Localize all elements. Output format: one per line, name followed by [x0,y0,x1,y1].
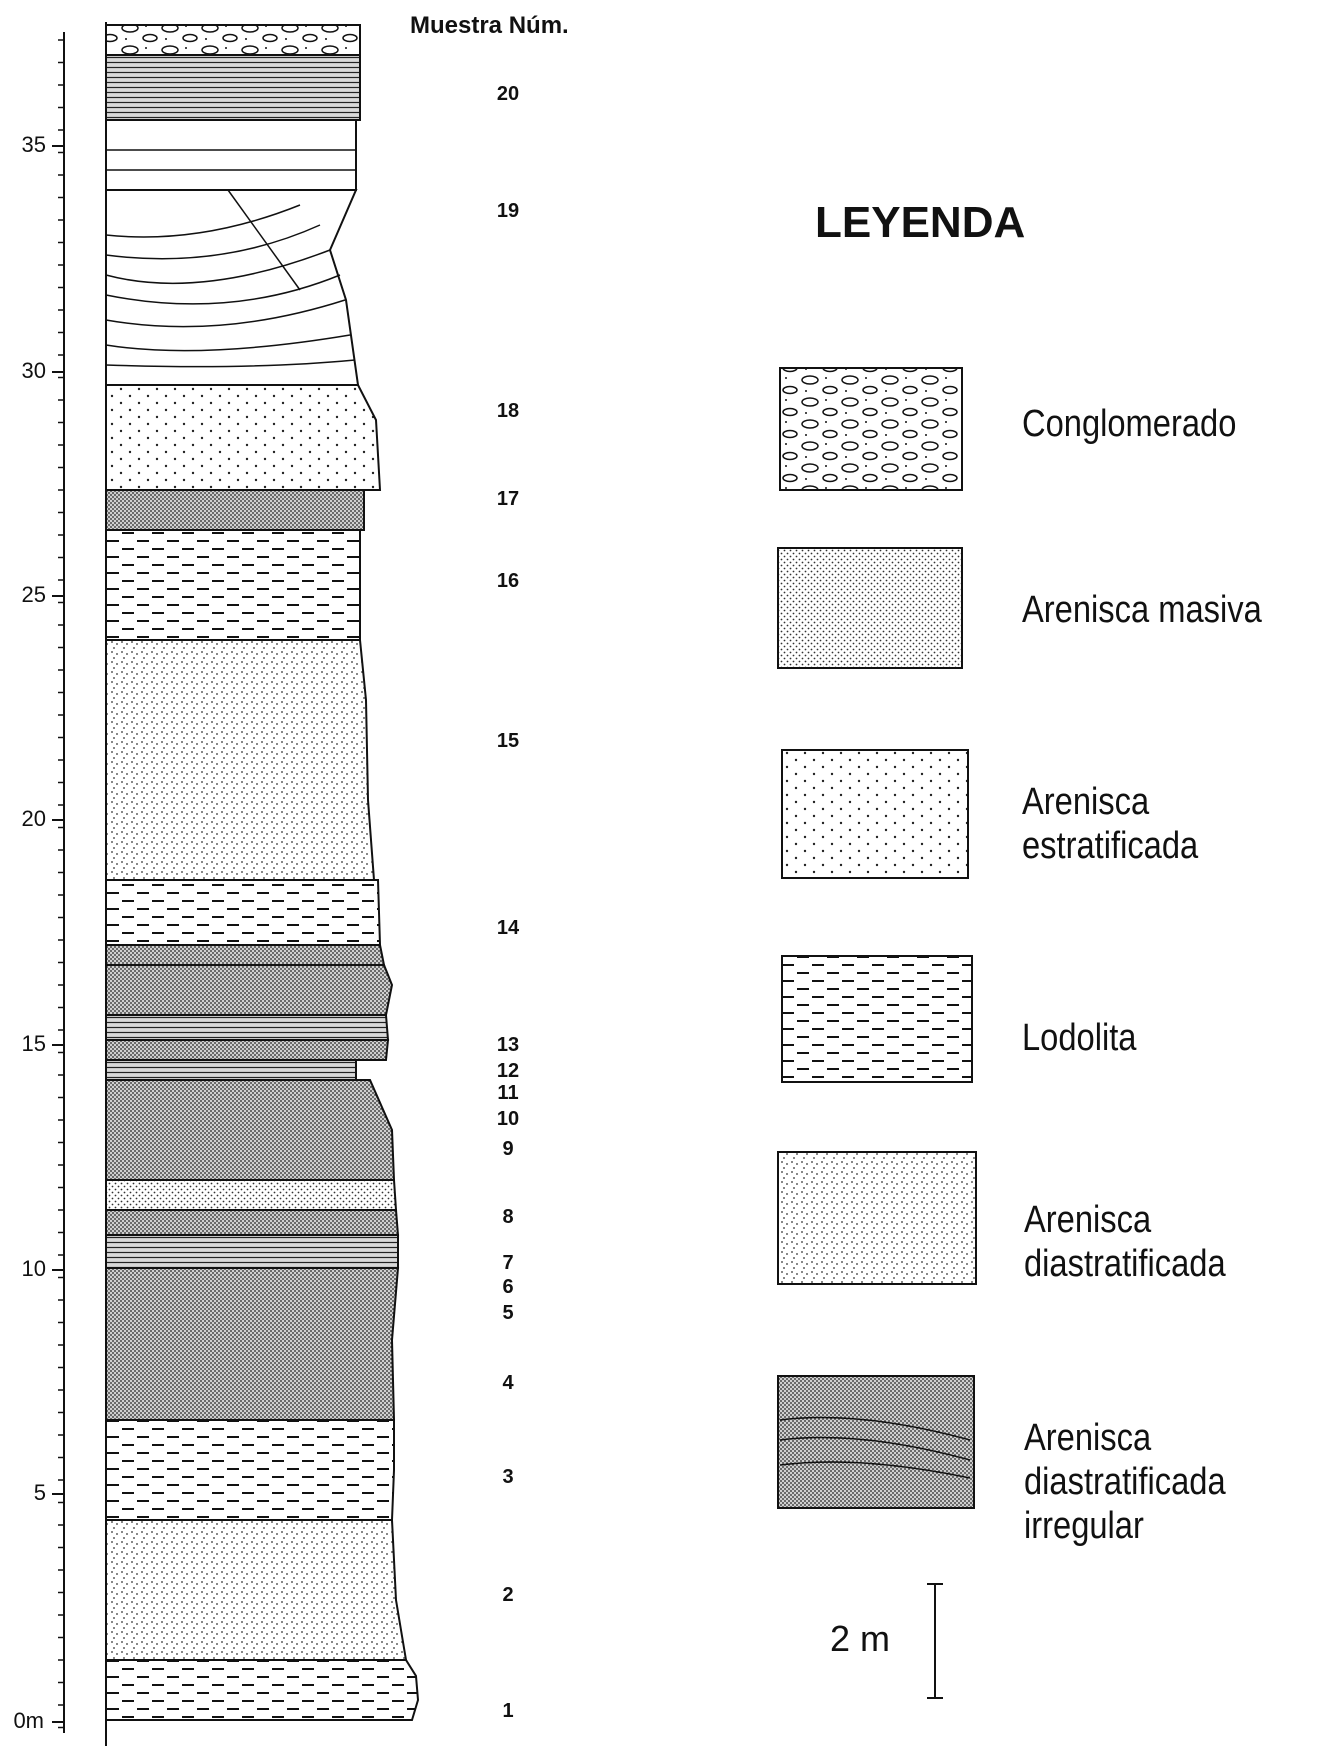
bed-18 [105,384,382,491]
bed-6 [105,1209,400,1236]
axis-tick-label-35: 35 [21,132,46,157]
sample-number-10: 10 [496,1108,520,1130]
sample-number-19: 19 [496,200,520,222]
axis-tick-label-10: 10 [21,1256,46,1281]
sample-number-5: 5 [502,1302,514,1324]
scale-bar-graphic [927,1583,943,1699]
bed-3 [105,1419,395,1521]
legend-swatches [777,367,977,1509]
cross-bedding-lines [105,149,356,368]
depth-axis [52,32,65,1733]
sample-number-17: 17 [496,488,520,510]
bed-9 [105,1059,357,1081]
axis-tick-label-30: 30 [21,358,46,383]
sample-number-header: Muestra Núm. [410,12,569,39]
axis-tick-label-15: 15 [21,1031,46,1056]
legend-label-arenisca-diastratificada: Arenisca diastratificada [1024,1199,1226,1285]
sample-number-14: 14 [496,917,520,939]
axis-tick-label-20: 20 [21,806,46,831]
sample-number-12: 12 [496,1060,520,1082]
legend-label-arenisca-estratificada: Arenisca estratificada [1022,781,1199,867]
sample-number-13: 13 [496,1034,520,1056]
bed-19 [105,189,360,386]
bed-10 [105,1039,390,1061]
sample-number-9: 9 [502,1138,514,1160]
legend-swatch-arenisca-masiva [777,547,963,669]
bed-12 [105,964,394,1016]
bed-20b [105,54,361,121]
legend-swatch-arenisca-diastratificada-irregular [777,1375,975,1509]
legend-swatch-lodolita [781,955,973,1083]
axis-tick-label-5: 5 [33,1480,46,1505]
sample-number-6: 6 [502,1276,514,1298]
sample-number-20: 20 [496,83,520,105]
legend-label-arenisca-diastratificada-irregular: Arenisca diastratificada irregular [1024,1417,1226,1547]
bed-15 [105,639,376,881]
axis-tick-label-0m: 0m [13,1708,44,1733]
sample-number-1: 1 [502,1700,514,1722]
legend-swatch-arenisca-diastratificada [777,1151,977,1285]
bed-1 [105,1659,420,1721]
sample-number-4: 4 [502,1372,514,1394]
axis-ticks [52,39,64,1729]
legend-swatch-conglomerado [779,367,963,491]
bed-4 [105,1267,400,1421]
bed-16 [105,529,361,641]
bed-11 [105,1014,390,1041]
bed-17 [105,489,365,531]
sample-number-15: 15 [496,730,520,752]
sample-number-18: 18 [496,400,520,422]
bed-14 [105,879,382,946]
sample-number-16: 16 [496,570,520,592]
bed-5 [105,1234,399,1269]
bed-8 [105,1079,396,1181]
legend-title: LEYENDA [815,198,1026,247]
sample-number-7: 7 [502,1252,514,1274]
bed-13 [105,944,386,966]
legend-label-conglomerado: Conglomerado [1022,403,1237,445]
bed-top-conglomerate [105,24,361,56]
sample-number-8: 8 [502,1206,514,1228]
bed-7 [105,1179,398,1211]
scale-bar-label: 2 m [830,1618,891,1659]
bed-20a [105,119,357,191]
sample-number-3: 3 [502,1466,514,1488]
legend-label-lodolita: Lodolita [1022,1017,1137,1059]
legend-label-arenisca-masiva: Arenisca masiva [1022,589,1262,631]
sample-number-2: 2 [502,1584,514,1606]
legend-swatch-arenisca-estratificada [781,749,969,879]
bed-2 [105,1519,408,1661]
axis-tick-label-25: 25 [21,582,46,607]
sample-number-11: 11 [497,1082,519,1104]
column-beds [105,24,420,1721]
